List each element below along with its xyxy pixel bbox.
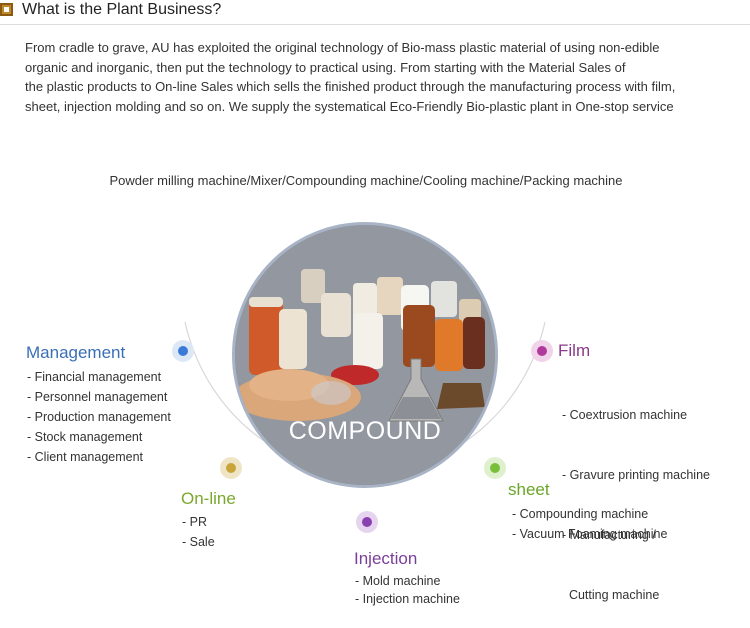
compound-label: COMPOUND <box>288 417 442 445</box>
list-item: - Production management <box>27 410 171 424</box>
management-title: Management <box>26 343 126 362</box>
title-divider <box>0 24 750 25</box>
machines-caption: Powder milling machine/Mixer/Compounding… <box>109 173 623 188</box>
intro-paragraph: From cradle to grave, AU has exploited t… <box>25 38 725 116</box>
list-item: - Sale <box>182 535 215 549</box>
injection-list: - Mold machine - Injection machine <box>355 572 460 608</box>
intro-line: From cradle to grave, AU has exploited t… <box>25 40 660 55</box>
online-node-icon <box>220 457 242 479</box>
title-bullet-icon <box>0 3 13 16</box>
intro-line: sheet, injection molding and so on. We s… <box>25 98 674 114</box>
management-node-icon <box>172 340 194 362</box>
list-item: - Manufacturing / <box>562 528 656 542</box>
sheet-node-icon <box>484 457 506 479</box>
film-title: Film <box>558 341 591 360</box>
list-item: - Coextrusion machine <box>562 408 688 422</box>
list-item: - Personnel management <box>27 390 168 404</box>
list-item: - Financial management <box>27 370 162 384</box>
list-item: - Client management <box>27 450 144 464</box>
compound-photo <box>232 222 498 488</box>
injection-title: Injection <box>354 549 418 568</box>
sheet-title: sheet <box>508 480 550 499</box>
injection-node-icon <box>356 511 378 533</box>
film-node-icon <box>531 340 553 362</box>
list-item: - Mold machine <box>355 574 441 588</box>
list-item: - Stock management <box>27 430 143 444</box>
film-list: - Coextrusion machine - Gravure printing… <box>562 365 710 625</box>
online-list: - PR - Sale <box>182 512 215 552</box>
page-title: What is the Plant Business? <box>22 1 222 18</box>
list-item: - Gravure printing machine <box>562 468 710 482</box>
list-item: - Vacuum Foaming machine <box>512 527 668 541</box>
list-item: - Compounding machine <box>512 507 649 521</box>
sheet-list: - Compounding machine - Vacuum Foaming m… <box>512 504 667 544</box>
list-item: - PR <box>182 515 207 529</box>
list-item: - Injection machine <box>355 592 460 606</box>
management-list: - Financial management - Personnel manag… <box>27 367 171 467</box>
compound-materials-illustration <box>235 225 495 485</box>
intro-line: organic and inorganic, then put the tech… <box>25 59 626 75</box>
intro-line: the plastic products to On-line Sales wh… <box>25 79 676 94</box>
online-title: On-line <box>181 489 236 508</box>
list-item: Cutting machine <box>562 588 660 602</box>
